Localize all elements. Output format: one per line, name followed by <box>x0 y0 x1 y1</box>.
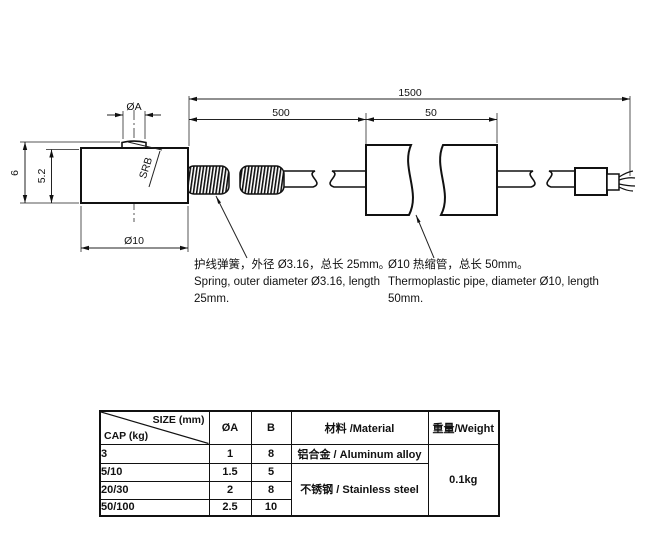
col-header-material: 材料 /Material <box>290 410 429 445</box>
b-value: 10 <box>250 498 292 517</box>
thermoplastic-pipe-right <box>439 144 498 216</box>
dimension-lines <box>24 98 630 249</box>
cap-value: 20/30 <box>99 480 210 500</box>
spring-segment-1 <box>185 165 230 195</box>
cable <box>284 170 575 188</box>
sensor-body <box>80 147 189 204</box>
table-row: 5/10 1.5 5 不锈钢 / Stainless steel <box>99 462 499 517</box>
b-value: 8 <box>250 480 292 500</box>
pipe-note-line2: Thermoplastic pipe, diameter Ø10, length <box>388 276 599 288</box>
note-leaders <box>215 195 435 259</box>
table-row: 3 1 8 铝合金 / Aluminum alloy 0.1kg <box>99 443 500 517</box>
pipe-note-line3: 50mm. <box>388 293 424 305</box>
dim-pipe-length-label: 50 <box>425 107 437 119</box>
pipe-note-line1: Ø10 热缩管，总长 50mm。 <box>388 259 529 271</box>
connector-sleeve <box>574 167 608 196</box>
b-value: 5 <box>250 462 292 482</box>
dim-total-height-label: 6 <box>9 170 21 176</box>
spring-note-line1: 护线弹簧，外径 Ø3.16，总长 25mm。 <box>194 259 391 271</box>
spec-table: SIZE (mm) CAP (kg) ØA B 材料 /Material 重量/… <box>99 410 500 517</box>
pipe-note: Ø10 热缩管，总长 50mm。 Thermoplastic pipe, dia… <box>388 257 599 308</box>
cap-header-label: CAP (kg) <box>104 429 149 442</box>
spring-note-line2: Spring, outer diameter Ø3.16, length <box>194 276 381 288</box>
dimension-arrows <box>22 96 630 251</box>
srb-leader <box>127 141 163 188</box>
material-stainless: 不锈钢 / Stainless steel <box>290 462 429 517</box>
table-row: 20/30 2 8 <box>99 480 499 500</box>
material-aluminum: 铝合金 / Aluminum alloy <box>290 443 429 464</box>
connector-ferrule <box>606 173 620 191</box>
cap-value: 5/10 <box>99 462 210 482</box>
weight-value: 0.1kg <box>427 443 500 517</box>
size-cap-header-cell: SIZE (mm) CAP (kg) <box>99 410 210 445</box>
col-header-b: B <box>250 410 292 445</box>
size-header-label: SIZE (mm) <box>152 414 205 426</box>
col-header-weight: 重量/Weight <box>427 410 500 445</box>
dim-body-diameter-label: Ø10 <box>124 235 144 247</box>
table-row: 50/100 2.5 10 <box>99 498 499 517</box>
dim-body-height-label: 5.2 <box>36 169 48 184</box>
technical-drawing-canvas: 1500 500 50 ØA Ø10 6 5.2 SRB <box>9 87 636 259</box>
a-value: 1.5 <box>208 462 252 482</box>
dim-spring-to-pipe-label: 500 <box>272 107 290 119</box>
thermoplastic-pipe-left <box>365 144 414 216</box>
cap-value: 50/100 <box>99 498 210 517</box>
wire-strands <box>618 170 636 192</box>
b-value: 8 <box>250 443 292 464</box>
diagonal-divider <box>101 412 209 444</box>
col-header-a: ØA <box>208 410 252 445</box>
spring-segment-2 <box>239 165 285 195</box>
spring-note: 护线弹簧，外径 Ø3.16，总长 25mm。 Spring, outer dia… <box>194 257 390 308</box>
dim-total-length-label: 1500 <box>398 87 422 99</box>
a-value: 1 <box>208 443 252 464</box>
a-value: 2.5 <box>208 498 252 517</box>
a-value: 2 <box>208 480 252 500</box>
cap-value: 3 <box>99 443 210 464</box>
load-button <box>121 140 147 148</box>
dim-button-diameter-label: ØA <box>126 101 141 113</box>
spring-note-line3: 25mm. <box>194 293 230 305</box>
